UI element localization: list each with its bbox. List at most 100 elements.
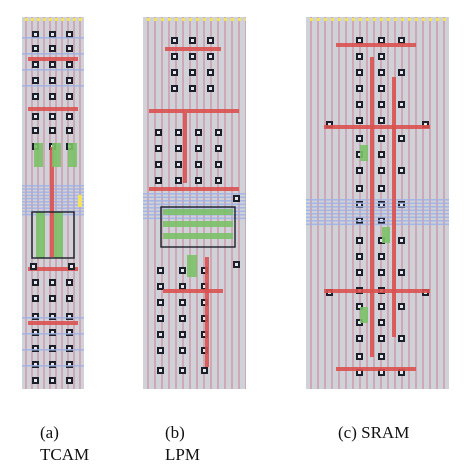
metal-horizontal-line [306, 216, 449, 219]
contact-hole [203, 269, 206, 272]
contact-hole [68, 363, 71, 366]
metal-vertical-line [154, 17, 156, 389]
sram-layout-panel [306, 17, 449, 389]
diffusion-region [382, 227, 390, 243]
contact-hole [380, 271, 383, 274]
contact-hole [400, 103, 403, 106]
diffusion-region [52, 143, 61, 167]
poly-vertical [370, 57, 374, 357]
contact-hole [34, 347, 37, 350]
contact-hole [34, 115, 37, 118]
contact-hole [68, 281, 71, 284]
contact-hole [159, 285, 162, 288]
contact-hole [173, 55, 176, 58]
contact-hole [159, 317, 162, 320]
contact-hole [34, 33, 37, 36]
contact-hole [358, 321, 361, 324]
contact-hole [34, 379, 37, 382]
metal-vertical-line [175, 17, 177, 389]
contact-hole [181, 349, 184, 352]
metal-horizontal-line [306, 220, 449, 222]
contact-hole [400, 169, 403, 172]
metal-horizontal-line [22, 333, 84, 335]
contact-hole [358, 203, 361, 206]
diffusion-region [360, 145, 368, 161]
contact-hole [157, 147, 160, 150]
caption-lpm: (b) LPM [165, 422, 200, 466]
diffusion-region [163, 221, 233, 227]
metal-horizontal-line [306, 206, 449, 208]
contact-hole [70, 265, 73, 268]
power-marker [366, 18, 369, 21]
power-marker [154, 18, 157, 21]
diffusion-region [360, 307, 368, 323]
cell-outline [160, 206, 236, 248]
metal-vertical-line [189, 17, 191, 389]
contact-hole [380, 71, 383, 74]
metal-vertical-line [168, 17, 170, 389]
diffusion-region [187, 255, 197, 277]
contact-hole [358, 71, 361, 74]
metal-horizontal-line [143, 193, 246, 195]
caption-sram-label: (c) SRAM [338, 423, 410, 442]
contact-hole [400, 371, 403, 374]
contact-hole [203, 285, 206, 288]
poly-horizontal [324, 289, 430, 293]
power-marker [67, 18, 70, 21]
metal-vertical-line [147, 17, 149, 389]
metal-horizontal-line [22, 317, 84, 319]
contact-hole [51, 129, 54, 132]
power-marker [210, 18, 213, 21]
contact-hole [68, 47, 71, 50]
contact-hole [51, 297, 54, 300]
metal-vertical-line [217, 17, 219, 389]
contact-hole [400, 137, 403, 140]
contact-hole [358, 55, 361, 58]
contact-hole [191, 87, 194, 90]
contact-hole [51, 363, 54, 366]
diffusion-region [34, 143, 43, 167]
contact-hole [358, 305, 361, 308]
contact-hole [177, 131, 180, 134]
contact-hole [358, 119, 361, 122]
power-marker [37, 18, 40, 21]
metal-horizontal-line [143, 196, 246, 199]
contact-hole [51, 79, 54, 82]
power-marker [61, 18, 64, 21]
contact-hole [51, 379, 54, 382]
contact-hole [400, 71, 403, 74]
contact-hole [424, 123, 427, 126]
contact-hole [400, 337, 403, 340]
power-marker [443, 18, 446, 21]
contact-hole [68, 129, 71, 132]
contact-hole [159, 333, 162, 336]
contact-hole [191, 39, 194, 42]
lpm-layout-drawing [143, 17, 246, 389]
power-marker [415, 18, 418, 21]
contact-hole [380, 55, 383, 58]
contact-hole [68, 63, 71, 66]
contact-hole [400, 203, 403, 206]
contact-hole [34, 47, 37, 50]
contact-hole [177, 179, 180, 182]
contact-hole [400, 271, 403, 274]
contact-hole [358, 371, 361, 374]
contact-hole [209, 55, 212, 58]
power-marker [401, 18, 404, 21]
contact-hole [380, 137, 383, 140]
power-marker [203, 18, 206, 21]
power-marker [331, 18, 334, 21]
power-marker [324, 18, 327, 21]
power-marker [189, 18, 192, 21]
contact-hole [34, 315, 37, 318]
metal-vertical-line [161, 17, 163, 389]
lpm-layout-panel [143, 17, 246, 389]
metal-horizontal-line [22, 53, 84, 55]
caption-tcam-name: TCAM [40, 445, 90, 464]
poly-horizontal [336, 43, 416, 47]
metal-horizontal-line [22, 365, 84, 367]
contact-hole [380, 255, 383, 258]
contact-hole [68, 331, 71, 334]
caption-tcam: (a) TCAM [40, 422, 89, 466]
poly-horizontal [165, 47, 221, 51]
